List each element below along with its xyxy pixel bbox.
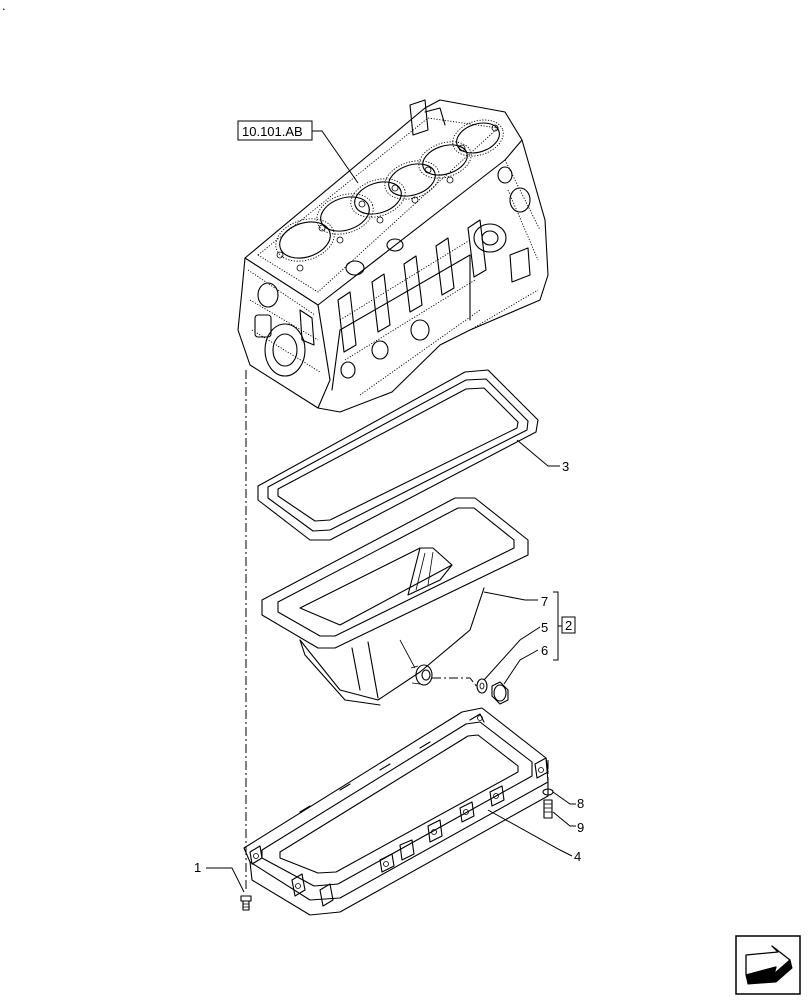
callout-9: 9 <box>577 820 584 835</box>
leader-9 <box>552 811 576 827</box>
leader-3 <box>516 439 560 467</box>
drain-centerline <box>432 677 479 689</box>
callout-8: 8 <box>577 796 584 811</box>
callout-1: 1 <box>194 860 201 875</box>
leader-6 <box>503 649 539 685</box>
leader-5 <box>483 626 541 681</box>
callout-6: 6 <box>541 643 548 658</box>
reference-label[interactable]: 10.101.AB <box>237 120 313 141</box>
leader-7 <box>483 591 538 601</box>
drain-plug <box>491 681 509 705</box>
oil-pan <box>261 497 529 706</box>
callout-4: 4 <box>574 849 581 864</box>
oil-pan-frame <box>243 707 549 916</box>
group-badge-text: 2 <box>565 618 572 633</box>
drain-washer <box>476 678 488 694</box>
next-page-arrow-icon[interactable] <box>735 935 801 995</box>
group-badge[interactable]: 2 <box>561 616 576 634</box>
callout-5: 5 <box>541 620 548 635</box>
stud <box>543 799 553 819</box>
engine-block <box>237 99 549 413</box>
oil-pan-gasket <box>257 369 539 541</box>
callout-3: 3 <box>562 459 569 474</box>
callout-7: 7 <box>541 594 548 609</box>
group-bracket <box>553 591 559 661</box>
bolt <box>240 895 252 911</box>
leader-4 <box>487 809 573 857</box>
leader-8 <box>552 791 576 805</box>
reference-text: 10.101.AB <box>242 124 303 139</box>
group-badge-box <box>561 616 576 634</box>
reference-leader <box>312 130 359 184</box>
corner-mark: . <box>2 0 6 13</box>
leader-1 <box>206 867 245 893</box>
